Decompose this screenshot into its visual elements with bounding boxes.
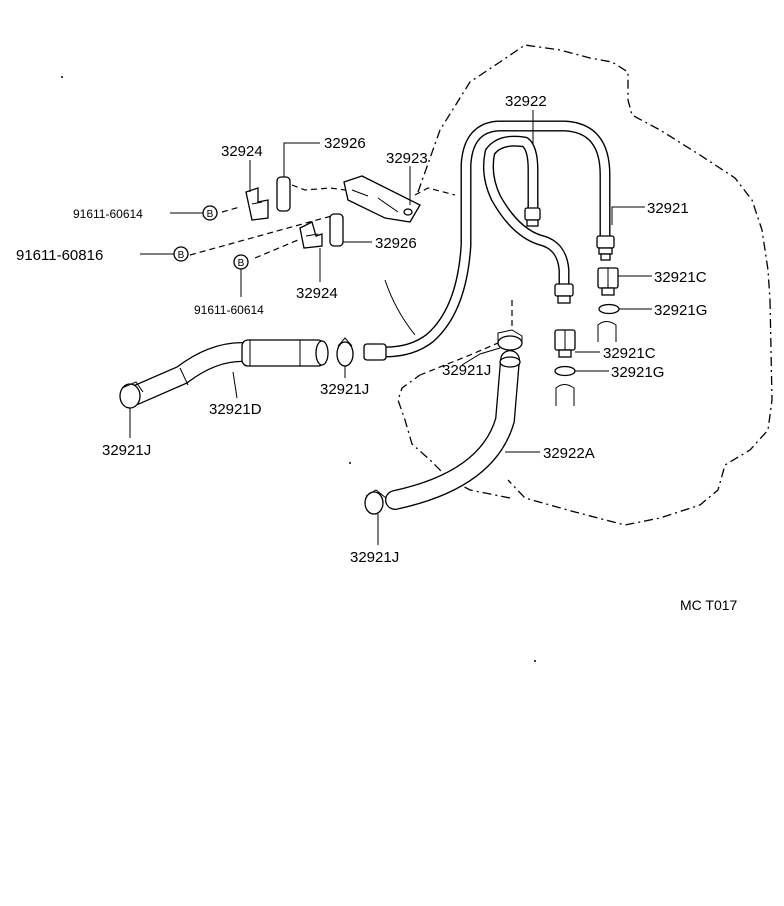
label-32923: 32923 (386, 150, 428, 167)
label-32921G-bottom: 32921G (611, 364, 664, 381)
label-32921J-mid: 32921J (320, 381, 369, 398)
label-bolt-bottom: 91611-60614 (194, 303, 264, 317)
gasket-32921G-top (598, 303, 620, 315)
label-32924-top: 32924 (221, 143, 263, 160)
pipe-end-left (363, 343, 387, 361)
svg-text:B: B (238, 258, 245, 269)
svg-text:B: B (178, 250, 185, 261)
hose-32921D (126, 339, 329, 405)
fuel-pipe-32921 (379, 120, 611, 358)
fuel-pipe-32922 (483, 135, 570, 294)
union-nut-32921C-top (597, 267, 619, 296)
label-32924-bottom: 32924 (296, 285, 338, 302)
cushion-32926-top (276, 176, 291, 212)
cushion-32926-mid (329, 213, 344, 247)
clamp-32921J-left (119, 381, 144, 409)
speck (61, 76, 63, 78)
clamp-32921J-mid (336, 337, 354, 367)
label-32922A: 32922A (543, 445, 595, 462)
union-nut-32921C-bottom (554, 329, 576, 358)
hose-32922A (385, 350, 521, 510)
label-32926-mid: 32926 (375, 235, 417, 252)
diagram-code: MC T017 (680, 597, 738, 613)
label-32926-top: 32926 (324, 135, 366, 152)
label-bolt-mid: 91611-60816 (16, 247, 103, 264)
clamp-32921J-bottom (364, 489, 387, 515)
label-32921J-left: 32921J (102, 442, 151, 459)
label-32921J-bottom: 32921J (350, 549, 399, 566)
gasket-32921G-bottom (554, 365, 576, 377)
label-32921C-bottom: 32921C (603, 345, 656, 362)
leader-lines (129, 110, 652, 545)
label-32921G-top: 32921G (654, 302, 707, 319)
pipe-fitting-32922 (524, 207, 541, 227)
transmission-outline (189, 44, 773, 526)
label-32921C-top: 32921C (654, 269, 707, 286)
clamp-32921J-upper (497, 329, 523, 351)
bracket-32923 (343, 175, 421, 223)
label-32921J-upper: 32921J (442, 362, 491, 379)
svg-text:B: B (207, 209, 214, 220)
speck (534, 660, 536, 662)
label-32921: 32921 (647, 200, 689, 217)
sleeve-bottom (555, 384, 575, 406)
clamp-32924-top (245, 187, 269, 221)
bolt-marker-top: B (202, 205, 218, 221)
pipe-fitting-32922-lower (554, 283, 574, 304)
label-32921D: 32921D (209, 401, 262, 418)
clamp-32924-bottom (299, 221, 323, 249)
speck (349, 462, 351, 464)
sleeve-top (597, 321, 617, 342)
pipe-fitting-32921 (596, 235, 615, 261)
label-bolt-top: 91611-60614 (73, 207, 143, 221)
bolt-marker-bottom: B (233, 254, 249, 270)
label-32922: 32922 (505, 93, 547, 110)
part-labels: 32922 32924 32926 32923 32921 91611-6061… (16, 93, 707, 566)
bolt-marker-mid: B (173, 246, 189, 262)
